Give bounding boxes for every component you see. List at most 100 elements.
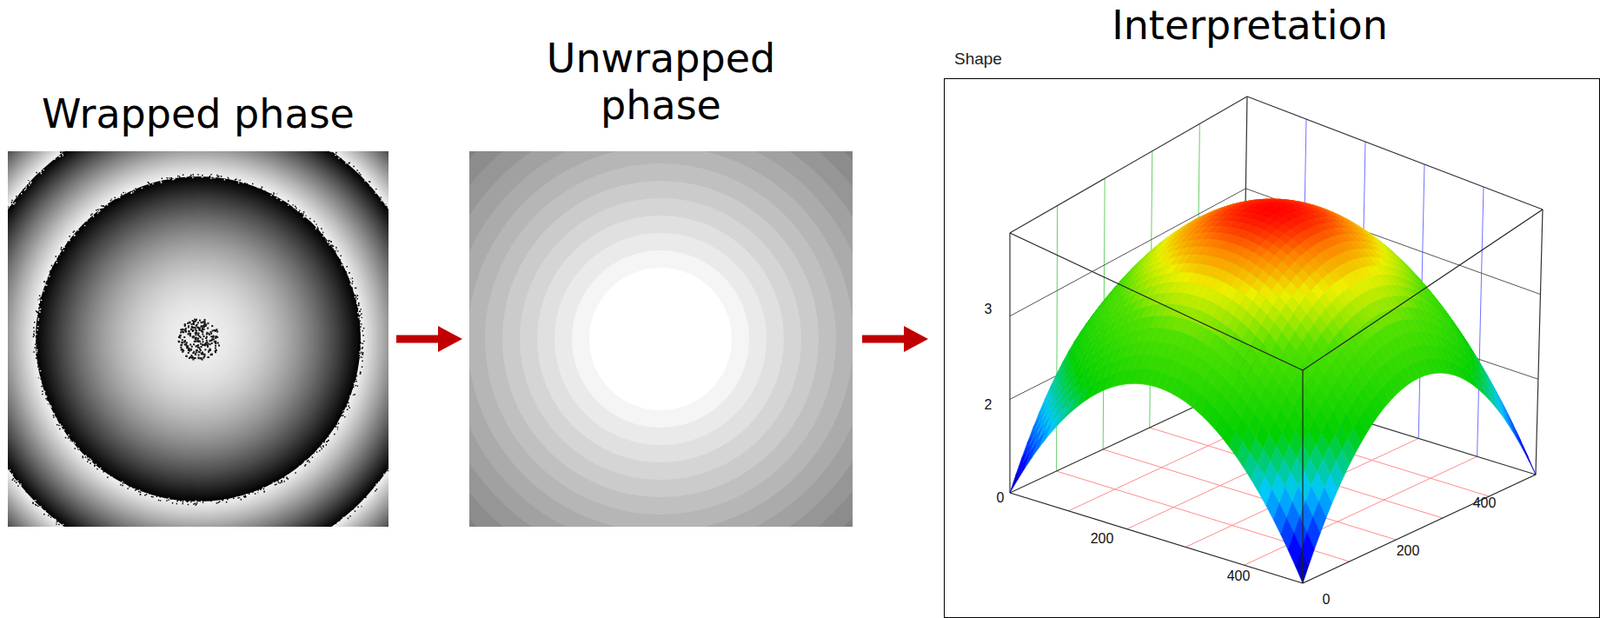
noise-dot — [303, 211, 306, 213]
noise-dot — [102, 205, 105, 208]
noise-dot — [358, 314, 361, 317]
phase-ring — [178, 318, 219, 359]
noise-dot — [200, 357, 203, 359]
phase-ring — [192, 333, 204, 345]
phase-ring — [89, 230, 307, 448]
noise-dot — [295, 207, 298, 210]
noise-dot — [141, 187, 144, 190]
noise-dot — [172, 500, 175, 503]
noise-dot — [356, 378, 359, 381]
noise-dot — [189, 334, 192, 337]
noise-dot — [257, 186, 259, 189]
phase-ring — [7, 151, 389, 527]
noise-dot — [108, 203, 111, 206]
phase-ring — [7, 151, 389, 527]
phase-ring — [125, 265, 272, 412]
noise-dot — [271, 484, 273, 486]
noise-dot — [45, 398, 47, 400]
noise-dot — [225, 179, 228, 182]
noise-dot — [345, 162, 347, 165]
noise-dot — [352, 392, 355, 395]
phase-ring — [119, 260, 277, 418]
noise-dot — [90, 214, 93, 217]
noise-dot — [312, 452, 315, 455]
noise-dot — [190, 328, 193, 331]
phase-ring — [109, 250, 287, 428]
phase-ring — [7, 151, 389, 527]
noise-dot — [28, 184, 31, 186]
noise-dot — [351, 276, 353, 279]
noise-dot — [50, 516, 53, 518]
wrapped-phase-image — [7, 151, 389, 527]
noise-dot — [86, 219, 88, 222]
noise-dot — [198, 176, 200, 179]
noise-dot — [358, 300, 360, 303]
noise-dot — [378, 480, 381, 483]
noise-dot — [188, 321, 191, 324]
noise-dot — [358, 310, 361, 313]
phase-ring — [140, 281, 256, 397]
phase-ring — [152, 292, 245, 386]
noise-dot — [46, 275, 49, 278]
phase-ring — [7, 151, 389, 527]
phase-ring — [7, 151, 389, 527]
noise-dot — [37, 300, 40, 303]
noise-dot — [62, 151, 65, 153]
noise-dot — [201, 330, 204, 332]
noise-dot — [44, 510, 47, 512]
phase-ring — [78, 219, 319, 459]
noise-dot — [206, 322, 209, 325]
noise-dot — [358, 361, 361, 364]
noise-dot — [323, 441, 326, 444]
box-edge — [1009, 384, 1243, 493]
phase-ring — [33, 174, 363, 504]
noise-dot — [200, 500, 203, 503]
noise-dot — [197, 333, 200, 336]
noise-dot — [210, 177, 213, 180]
noise-dot — [134, 187, 137, 190]
noise-dot — [342, 414, 345, 417]
noise-dot — [363, 351, 366, 353]
noise-dot — [185, 355, 187, 358]
noise-dot — [121, 481, 124, 484]
noise-dot — [385, 204, 387, 206]
noise-dot — [275, 484, 278, 486]
noise-dot — [357, 307, 359, 310]
noise-dot — [104, 470, 107, 472]
noise-dot — [39, 303, 41, 306]
noise-dot — [278, 482, 280, 485]
noise-dot — [39, 171, 42, 173]
noise-dot — [146, 182, 148, 185]
noise-dot — [155, 496, 158, 498]
phase-ring — [7, 151, 389, 527]
noise-dot — [385, 203, 387, 206]
noise-dot — [357, 312, 359, 314]
phase-ring — [113, 254, 283, 424]
noise-dot — [51, 265, 54, 267]
noise-dot — [217, 176, 220, 179]
noise-dot — [322, 442, 325, 445]
noise-dot — [78, 447, 80, 450]
noise-dot — [322, 235, 325, 238]
phase-ring — [27, 168, 369, 510]
noise-dot — [85, 222, 87, 225]
noise-dot — [243, 495, 246, 498]
noise-dot — [344, 265, 346, 267]
noise-dot — [348, 406, 351, 409]
phase-ring — [159, 299, 238, 379]
noise-dot — [286, 203, 289, 206]
noise-dot — [59, 152, 62, 154]
noise-dot — [152, 183, 154, 186]
phase-ring — [159, 300, 237, 378]
noise-dot — [183, 336, 186, 339]
noise-dot — [292, 204, 294, 206]
noise-dot — [212, 330, 214, 332]
noise-dot — [214, 346, 217, 349]
noise-dot — [349, 272, 352, 274]
noise-dot — [350, 278, 352, 280]
noise-dot — [99, 206, 101, 209]
phase-ring — [53, 193, 344, 485]
phase-ring — [25, 165, 372, 512]
noise-dot — [61, 249, 64, 252]
noise-dot — [336, 425, 339, 428]
